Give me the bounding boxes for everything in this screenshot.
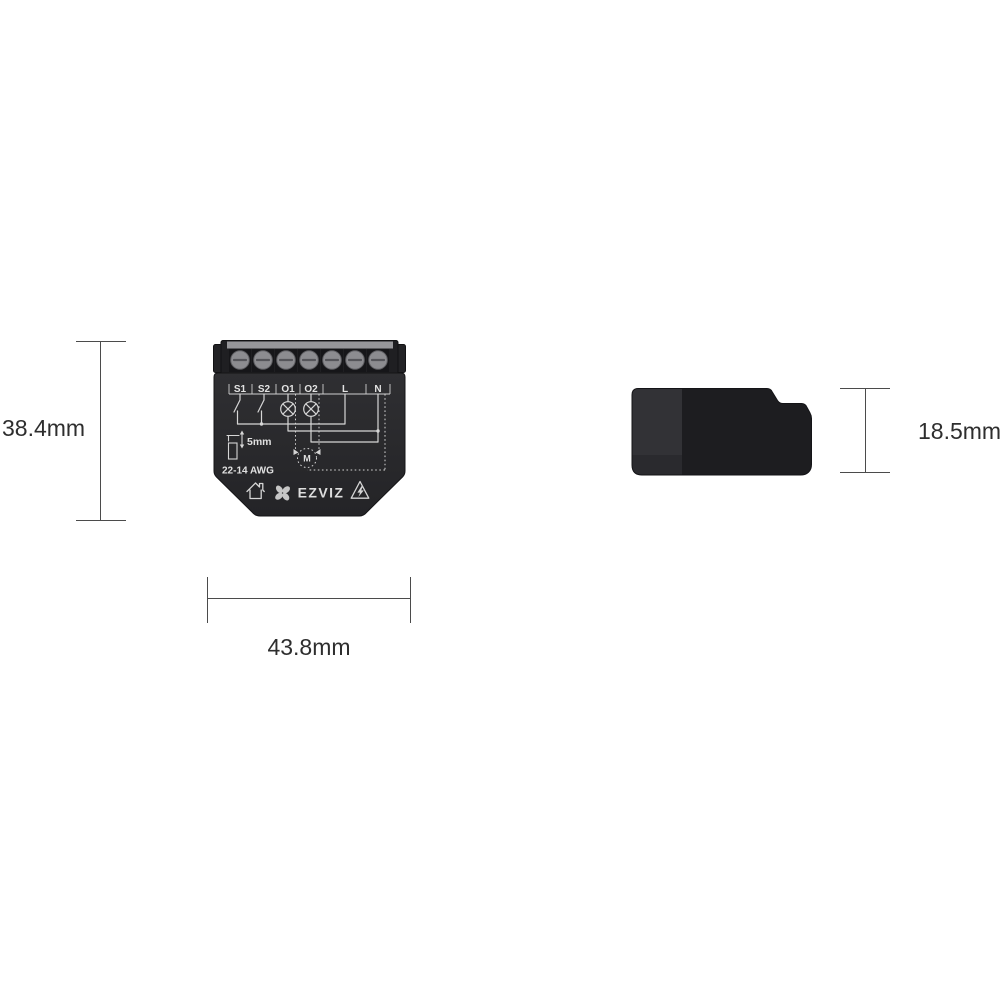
motor-arrows [293, 449, 321, 455]
label-separators [228, 384, 391, 394]
switch-symbol [233, 393, 241, 425]
wiring-diagram-solid [233, 393, 380, 443]
warning-triangle-icon [350, 480, 370, 499]
screw-icon [367, 349, 389, 372]
width-dimension-label: 43.8mm [267, 634, 351, 660]
motor-label: M [303, 454, 311, 464]
terminal-label-o1: O1 [281, 384, 295, 395]
depth-dimension-cap-bottom [840, 472, 890, 473]
terminal-top-bar [227, 341, 393, 349]
wire-strip-icon [226, 430, 245, 460]
screw-icon [298, 349, 320, 372]
side-main-section [682, 388, 812, 475]
screw-icon [252, 349, 274, 372]
lamp-lead [310, 393, 379, 443]
terminal-label-s2: S2 [258, 384, 271, 395]
depth-dimension-line [865, 388, 866, 473]
screw-icon [321, 349, 343, 372]
switch-symbol [257, 393, 265, 425]
height-dimension-cap-bottom [76, 520, 126, 521]
side-device-view [631, 388, 812, 476]
screw-icon [229, 349, 251, 372]
width-dimension-line [207, 598, 411, 599]
terminal-label-row: S1 S2 O1 O2 L N [228, 384, 391, 395]
lamp-icon [280, 401, 296, 417]
motor-icon [297, 448, 317, 468]
terminal-label-l: L [342, 384, 348, 395]
strip-length-label: 5mm [247, 436, 272, 448]
terminal-label-n: N [374, 384, 381, 395]
device-body [213, 372, 406, 517]
live-bus [236, 393, 346, 425]
ezviz-flower-icon [275, 485, 291, 501]
house-icon [246, 482, 265, 500]
terminal-label-s1: S1 [234, 384, 247, 395]
lamp-icon [303, 401, 319, 417]
front-device-view: S1 S2 O1 O2 L N M 5mm [213, 340, 406, 517]
screw-icon [344, 349, 366, 372]
screw-icon [275, 349, 297, 372]
terminal-screws [229, 349, 389, 372]
lamp-lead [287, 393, 379, 432]
height-dimension-cap-top [76, 341, 126, 342]
side-left-bottom-shade [632, 455, 682, 475]
side-outline [631, 388, 812, 476]
height-dimension-label: 38.4mm [2, 415, 86, 441]
width-dimension-cap-left [207, 577, 208, 623]
depth-dimension-cap-top [840, 388, 890, 389]
terminal-label-o2: O2 [304, 384, 318, 395]
brand-logo-text: EZVIZ [298, 485, 345, 501]
wiring-diagram-dotted [295, 394, 386, 471]
wire-gauge-label: 22-14 AWG [222, 466, 274, 477]
height-dimension-line [100, 341, 101, 521]
width-dimension-cap-right [410, 577, 411, 623]
depth-dimension-label: 18.5mm [918, 418, 1000, 444]
